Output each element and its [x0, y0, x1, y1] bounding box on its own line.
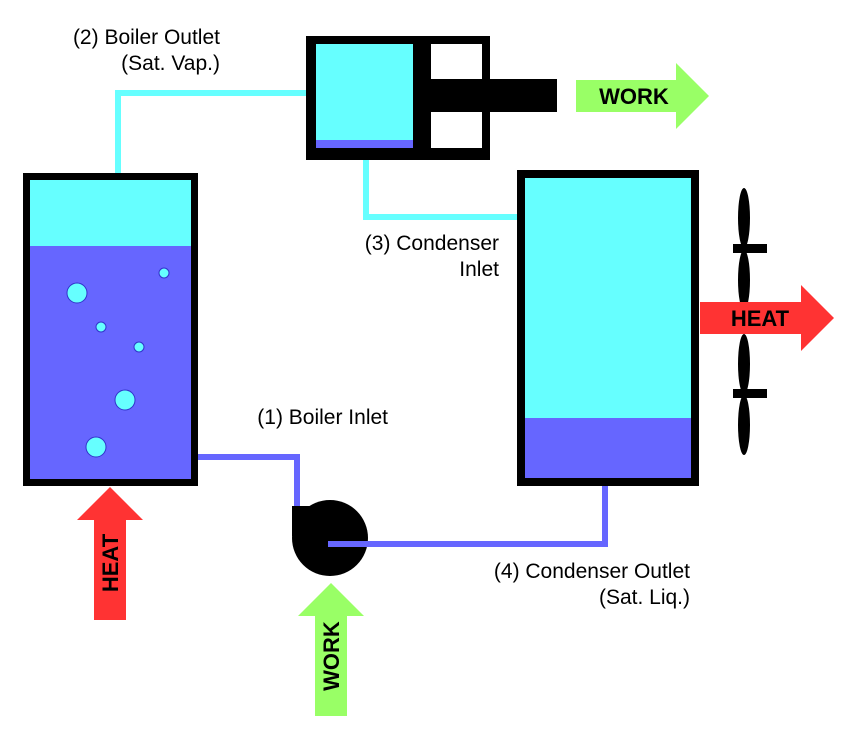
condenser-heat-arrow: HEAT: [700, 285, 834, 351]
bubble: [158, 267, 170, 279]
boiler-outlet-sublabel: (Sat. Vap.): [121, 52, 220, 75]
bubble: [114, 389, 136, 411]
turbine-work-label: WORK: [599, 84, 669, 109]
pipe-pump-to-condenser: [328, 480, 608, 547]
boiler-outlet-label: (2) Boiler Outlet: [73, 26, 220, 49]
pipe-boiler-to-pump: [196, 454, 300, 510]
boiler-heat-label: HEAT: [98, 533, 123, 592]
bubble: [133, 341, 145, 353]
boiler-heat-arrow: HEAT: [77, 487, 143, 620]
condenser: [517, 170, 699, 486]
fan-icon: [733, 188, 767, 455]
condenser-heat-label: HEAT: [731, 306, 790, 331]
pump: [292, 500, 368, 576]
condenser-outlet-label: (4) Condenser Outlet: [494, 560, 690, 583]
pump-work-label: WORK: [319, 621, 344, 691]
boiler-inlet-label: (1) Boiler Inlet: [257, 406, 388, 429]
bubble: [66, 282, 88, 304]
bubble: [85, 436, 107, 458]
turbine-work-arrow: WORK: [576, 63, 709, 129]
pipe-boiler-to-turbine: [115, 90, 318, 176]
boiler: [23, 173, 198, 486]
bubble: [95, 321, 107, 333]
piston-rod: [431, 79, 557, 112]
turbine: [306, 36, 557, 160]
condenser-inlet-label: (3) Condenser: [365, 232, 499, 255]
condenser-inlet-sublabel: Inlet: [459, 258, 499, 281]
pipe-turbine-to-condenser: [363, 150, 524, 220]
condenser-outlet-sublabel: (Sat. Liq.): [599, 586, 690, 609]
pump-work-arrow: WORK: [298, 583, 364, 716]
